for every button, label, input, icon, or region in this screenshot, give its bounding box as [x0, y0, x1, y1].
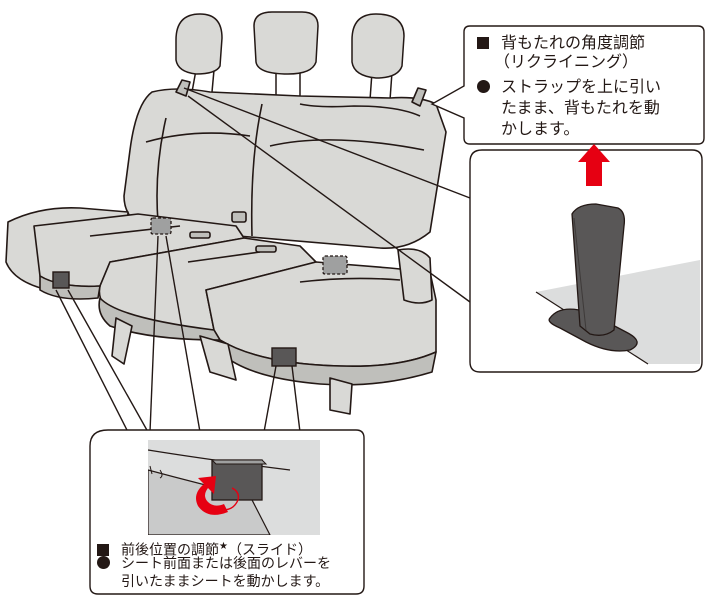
headrests — [175, 11, 405, 101]
recline-heading: 背もたれの角度調節 — [477, 33, 645, 52]
slide-lever-inset — [148, 440, 320, 535]
circle-bullet-icon — [97, 556, 110, 569]
slide-heading-text: 前後位置の調節 — [121, 542, 219, 559]
slide-instruction-cont: 引いたままシートを動かします。 — [121, 574, 329, 591]
recline-heading-sub: （リクライニング） — [494, 52, 638, 71]
curved-pull-arrow-outline — [213, 487, 240, 511]
recline-strap — [571, 203, 626, 336]
recline-heading-text: 背もたれの角度調節 — [501, 33, 646, 52]
slide-instruction-line2: 引いたままシートを動かします。 — [121, 574, 330, 590]
slide-lever — [211, 459, 263, 501]
recline-instruction-line3: かします。 — [501, 119, 580, 138]
slide-heading: 前後位置の調節★（スライド） — [97, 538, 312, 560]
recline-heading-sub-text: （リクライニング） — [494, 52, 639, 71]
square-bullet-icon — [477, 37, 489, 49]
recline-instruction-line1: ストラップを上に引い — [501, 77, 662, 96]
up-arrow-icon — [578, 144, 610, 186]
recline-instruction-cont2: かします。 — [501, 119, 579, 138]
recline-text-bubble — [430, 25, 705, 145]
slide-instruction: シート前面または後面のレバーを — [97, 556, 331, 573]
recline-callout-leaders — [183, 87, 471, 303]
seat-cushions — [5, 206, 437, 415]
recline-strap-markers — [150, 217, 348, 275]
slide-instruction-line1: シート前面または後面のレバーを — [121, 556, 331, 572]
slide-heading-suffix: （スライド） — [227, 542, 312, 559]
circle-bullet-icon — [477, 80, 490, 93]
seat-backrest — [123, 79, 447, 249]
curved-pull-arrow-icon — [196, 476, 228, 515]
recline-instruction: ストラップを上に引い — [477, 77, 661, 96]
square-bullet-icon — [97, 543, 109, 556]
model-option-star: ★ — [219, 541, 228, 552]
slide-lever-markers — [52, 271, 297, 367]
recline-instruction-line2: たまま、背もたれを動 — [501, 98, 660, 117]
recline-strap-inset — [469, 149, 703, 373]
slide-callout-leaders — [55, 235, 301, 433]
recline-instruction-cont: たまま、背もたれを動 — [501, 98, 660, 117]
